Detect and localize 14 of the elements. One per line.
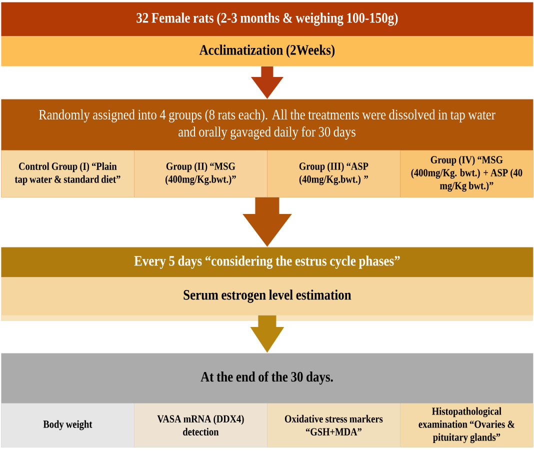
step-heading: Randomly assigned into 4 groups (8 rats each). All the treatments were dissolved in tap water and orally gavaged daily for 30 days — [38, 109, 496, 140]
step-heading: At the end of the 30 days. — [200, 371, 333, 385]
group-cell: Group (IV) “MSG (400mg/Kg. bwt.) + ASP (40 mg/Kg bwt.)” — [400, 150, 534, 198]
step-band: Acclimatization (2Weeks) — [1, 36, 534, 66]
group-cell: Body weight — [1, 403, 134, 448]
group-cell: Histopathological examination “Ovaries & pituitary glands” — [400, 403, 534, 448]
step-band: 32 Female rats (2-3 months & weighing 100-150g) — [1, 2, 534, 36]
step-band: Every 5 days “considering the estrus cycle phases” — [1, 247, 534, 278]
group-cell: Group (III) “ASP (40mg/Kg.bwt.) ” — [267, 150, 400, 198]
group-cell: Group (II) “MSG (400mg/Kg.bwt.)” — [134, 150, 268, 198]
step-band: Serum estrogen level estimation — [1, 277, 534, 321]
group-cell: VASA mRNA (DDX4) detection — [134, 403, 268, 448]
group-cell: Control Group (I) “Plain tap water & standard diet” — [1, 150, 134, 198]
group-cell: Oxidative stress markers “GSH+MDA” — [267, 403, 400, 448]
